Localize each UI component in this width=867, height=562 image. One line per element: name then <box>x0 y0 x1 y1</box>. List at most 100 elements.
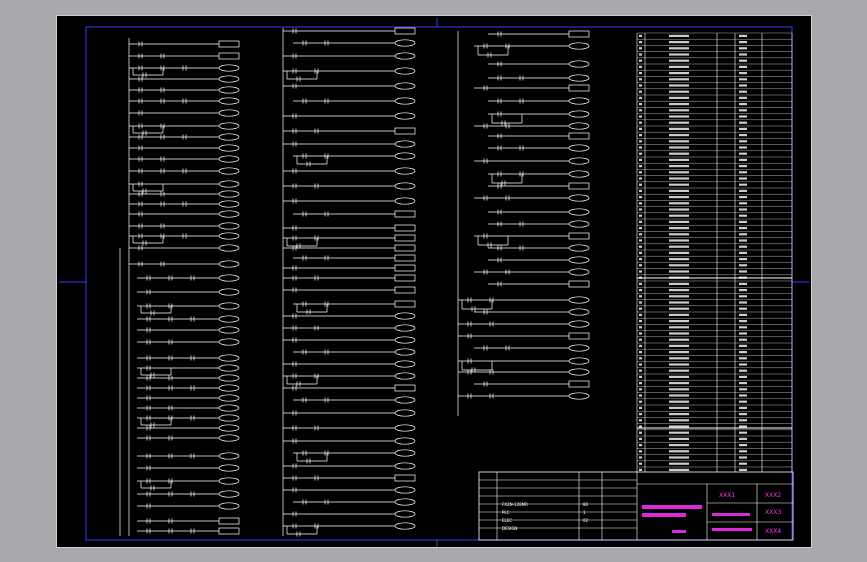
cell-text <box>739 220 747 223</box>
cell-text <box>669 78 689 81</box>
cell-text <box>739 239 747 242</box>
output-coil <box>218 326 240 334</box>
cell-text <box>739 165 747 168</box>
cell-text <box>669 208 689 211</box>
tb-row-label: DESIGN <box>502 526 517 531</box>
cell-text <box>669 301 689 304</box>
cell-text <box>639 320 642 323</box>
cell-text <box>739 196 747 199</box>
cell-text <box>639 127 642 130</box>
cell-text <box>639 208 642 211</box>
cell-text <box>639 369 642 372</box>
output-coil <box>218 338 240 346</box>
ladder-rungs <box>119 27 590 537</box>
function-box <box>394 300 416 308</box>
cell-text <box>639 301 642 304</box>
cell-text <box>739 307 747 310</box>
cell-text <box>739 282 747 285</box>
cell-text <box>639 96 642 99</box>
output-coil <box>218 86 240 94</box>
cell-text <box>639 171 642 174</box>
cell-text <box>669 53 689 56</box>
cell-text <box>669 437 689 440</box>
cell-text <box>639 326 642 329</box>
cell-text <box>739 444 747 447</box>
output-coil <box>394 498 416 506</box>
cell-text <box>739 406 747 409</box>
cell-text <box>739 468 747 471</box>
cell-text <box>639 375 642 378</box>
title-glyph-bar <box>642 513 686 517</box>
tb-row-value: 02 <box>583 518 589 523</box>
output-coil <box>218 133 240 141</box>
output-coil <box>218 394 240 402</box>
cell-text <box>669 239 689 242</box>
cell-text <box>739 171 747 174</box>
output-coil <box>394 112 416 120</box>
cell-text <box>639 419 642 422</box>
function-box <box>394 474 416 482</box>
cell-text <box>669 227 689 230</box>
output-coil <box>568 110 590 118</box>
output-coil <box>394 140 416 148</box>
function-box <box>568 30 590 38</box>
cell-text <box>739 258 747 261</box>
output-coil <box>394 52 416 60</box>
cell-text <box>639 282 642 285</box>
cell-text <box>739 357 747 360</box>
output-coil <box>394 182 416 190</box>
tb-row-value: 80 <box>583 502 589 507</box>
output-coil <box>568 308 590 316</box>
cell-text <box>639 165 642 168</box>
cell-text <box>739 202 747 205</box>
cell-text <box>669 65 689 68</box>
cell-text <box>739 158 747 161</box>
cell-text <box>639 183 642 186</box>
function-box <box>218 527 240 535</box>
output-coil <box>568 194 590 202</box>
cell-text <box>739 177 747 180</box>
cell-text <box>739 152 747 155</box>
output-coil <box>568 208 590 216</box>
function-box <box>218 52 240 60</box>
cell-text <box>739 270 747 273</box>
cell-text <box>639 388 642 391</box>
cell-text <box>739 450 747 453</box>
cell-text <box>639 34 642 37</box>
cell-text <box>739 251 747 254</box>
cell-text <box>669 270 689 273</box>
output-coil <box>218 260 240 268</box>
output-coil <box>218 97 240 105</box>
function-box <box>394 254 416 262</box>
output-coil <box>394 197 416 205</box>
function-box <box>394 274 416 282</box>
cell-text <box>669 251 689 254</box>
function-box <box>218 517 240 525</box>
cell-text <box>639 189 642 192</box>
cell-text <box>639 53 642 56</box>
cell-text <box>739 326 747 329</box>
cell-text <box>739 369 747 372</box>
cell-text <box>669 171 689 174</box>
cell-text <box>639 233 642 236</box>
cell-text <box>639 220 642 223</box>
cell-text <box>739 425 747 428</box>
cell-text <box>669 121 689 124</box>
function-box <box>394 384 416 392</box>
output-coil <box>568 368 590 376</box>
cell-text <box>669 134 689 137</box>
output-coil <box>218 75 240 83</box>
cell-text <box>669 115 689 118</box>
output-coil <box>394 409 416 417</box>
cell-text <box>739 140 747 143</box>
output-coil <box>218 122 240 130</box>
output-coil <box>568 320 590 328</box>
output-coil <box>568 256 590 264</box>
cell-text <box>669 388 689 391</box>
cell-text <box>669 183 689 186</box>
cell-text <box>669 338 689 341</box>
cell-text <box>739 134 747 137</box>
output-coil <box>568 220 590 228</box>
output-coil <box>218 384 240 392</box>
cell-text <box>669 462 689 465</box>
